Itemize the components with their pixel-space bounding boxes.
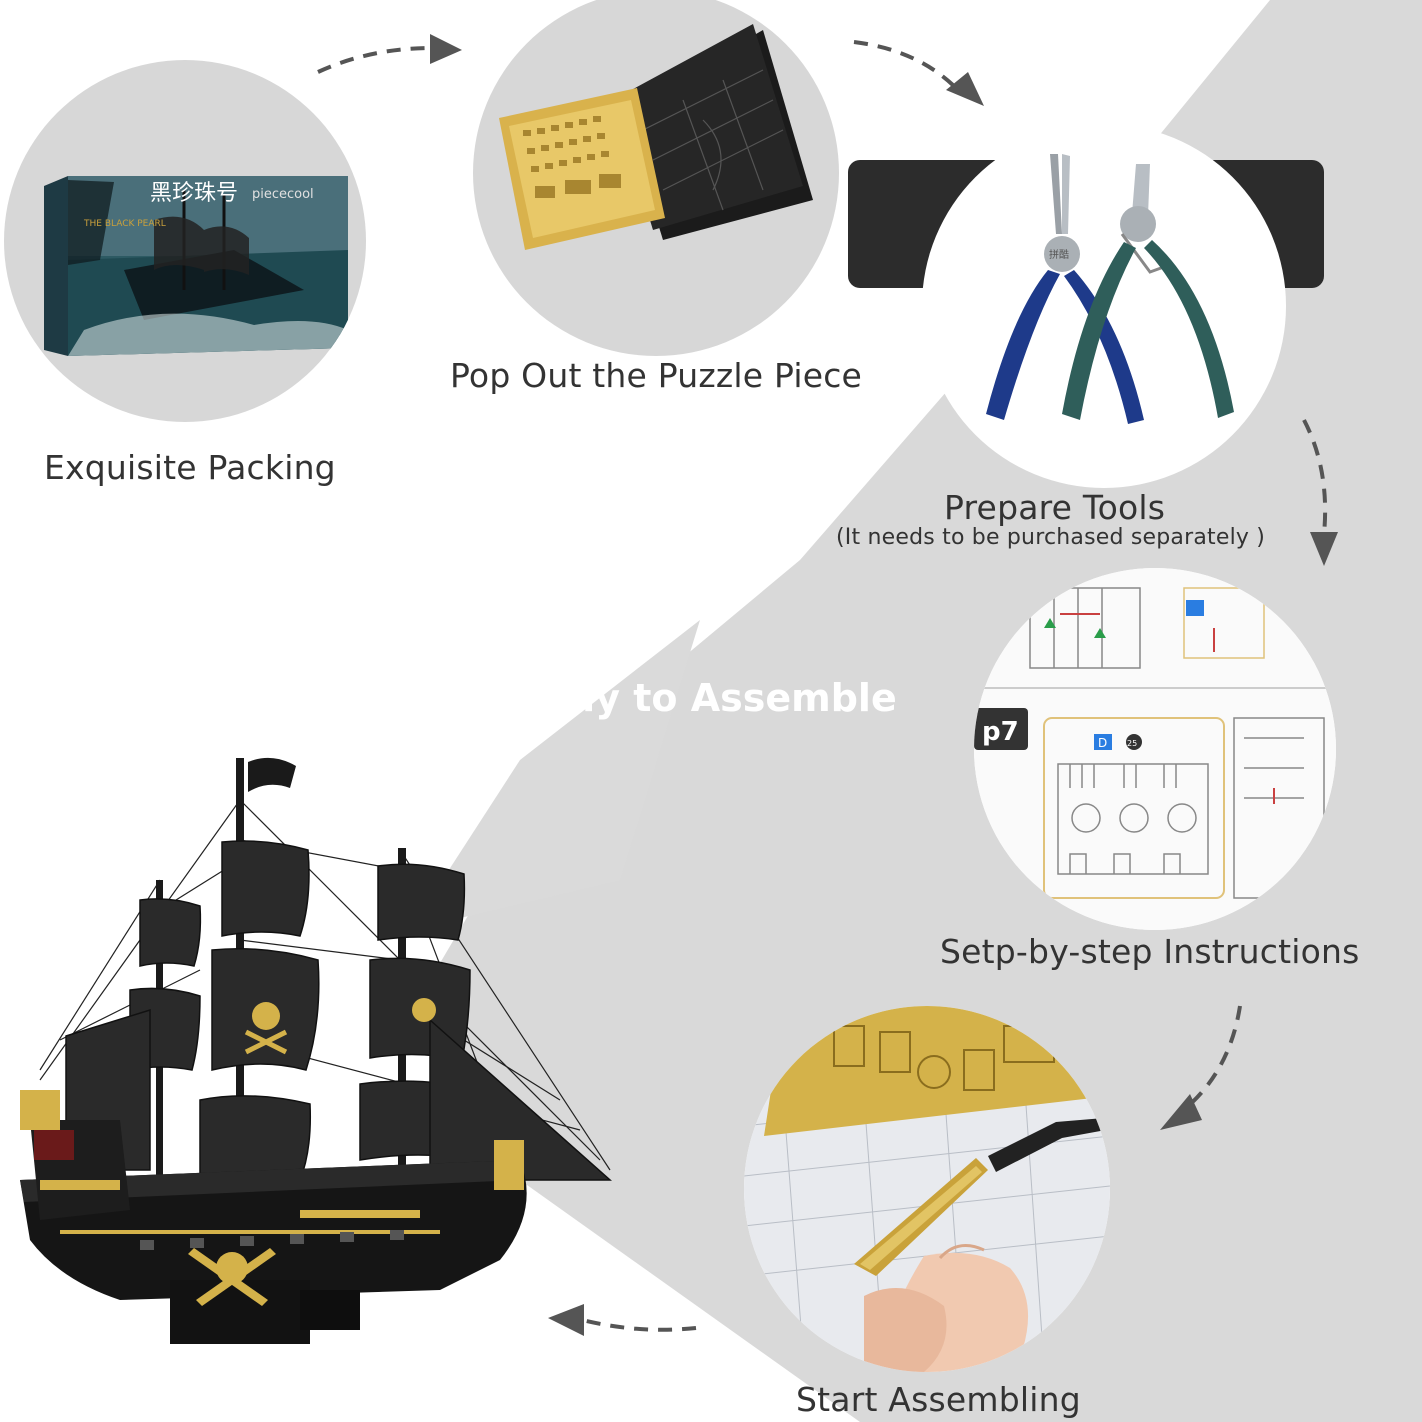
tools-circle: 拼酷 xyxy=(922,124,1286,488)
arrow-4-head xyxy=(1160,1094,1202,1130)
arrow-5-head xyxy=(548,1304,584,1336)
box-subtitle-text: THE BLACK PEARL xyxy=(83,219,166,229)
arrow-2-dash xyxy=(853,40,962,94)
pliers-illustration: 拼酷 xyxy=(986,154,1234,424)
puzzle-sheets-circle xyxy=(473,0,839,356)
step-label-pop-out: Pop Out the Puzzle Piece xyxy=(450,356,863,395)
assembling-circle xyxy=(744,1006,1110,1372)
plier-brand-text: 拼酷 xyxy=(1049,248,1069,261)
step-label-packing: Exquisite Packing xyxy=(44,448,336,487)
arrow-5-dash xyxy=(581,1318,697,1332)
instruction-step-tag: p7 xyxy=(982,717,1019,747)
box-brand-text: piececool xyxy=(252,187,314,202)
puzzle-sheets-illustration xyxy=(499,24,813,250)
step-label-instructions: Setp-by-step Instructions xyxy=(940,932,1360,971)
arrow-1-dash xyxy=(317,46,433,74)
arrow-4-dash xyxy=(1184,1005,1242,1110)
step-note-tools: (It needs to be purchased separately ) xyxy=(836,525,1266,550)
arrow-2-head xyxy=(946,72,984,106)
step-label-tools: Prepare Tools xyxy=(944,488,1166,527)
packaging-box-illustration: piececool 黑珍珠号 THE BLACK PEARL xyxy=(44,176,348,356)
instructions-circle: p7 D 25 xyxy=(974,568,1336,930)
arrow-1-head xyxy=(430,34,462,64)
packing-circle: piececool 黑珍珠号 THE BLACK PEARL xyxy=(4,60,366,422)
finished-ship-model xyxy=(20,757,612,1344)
box-title-text: 黑珍珠号 xyxy=(150,181,238,206)
banner-title: dy to Assemble xyxy=(568,676,897,720)
instruction-part-code: D xyxy=(1098,736,1107,750)
assembling-illustration xyxy=(744,1006,1110,1372)
instruction-diagram-illustration: p7 D 25 xyxy=(974,568,1336,930)
arrow-3-head xyxy=(1310,532,1338,566)
arrow-3-dash xyxy=(1302,419,1328,535)
step-label-assembling: Start Assembling xyxy=(796,1380,1081,1419)
instruction-part-number: 25 xyxy=(1127,739,1137,748)
